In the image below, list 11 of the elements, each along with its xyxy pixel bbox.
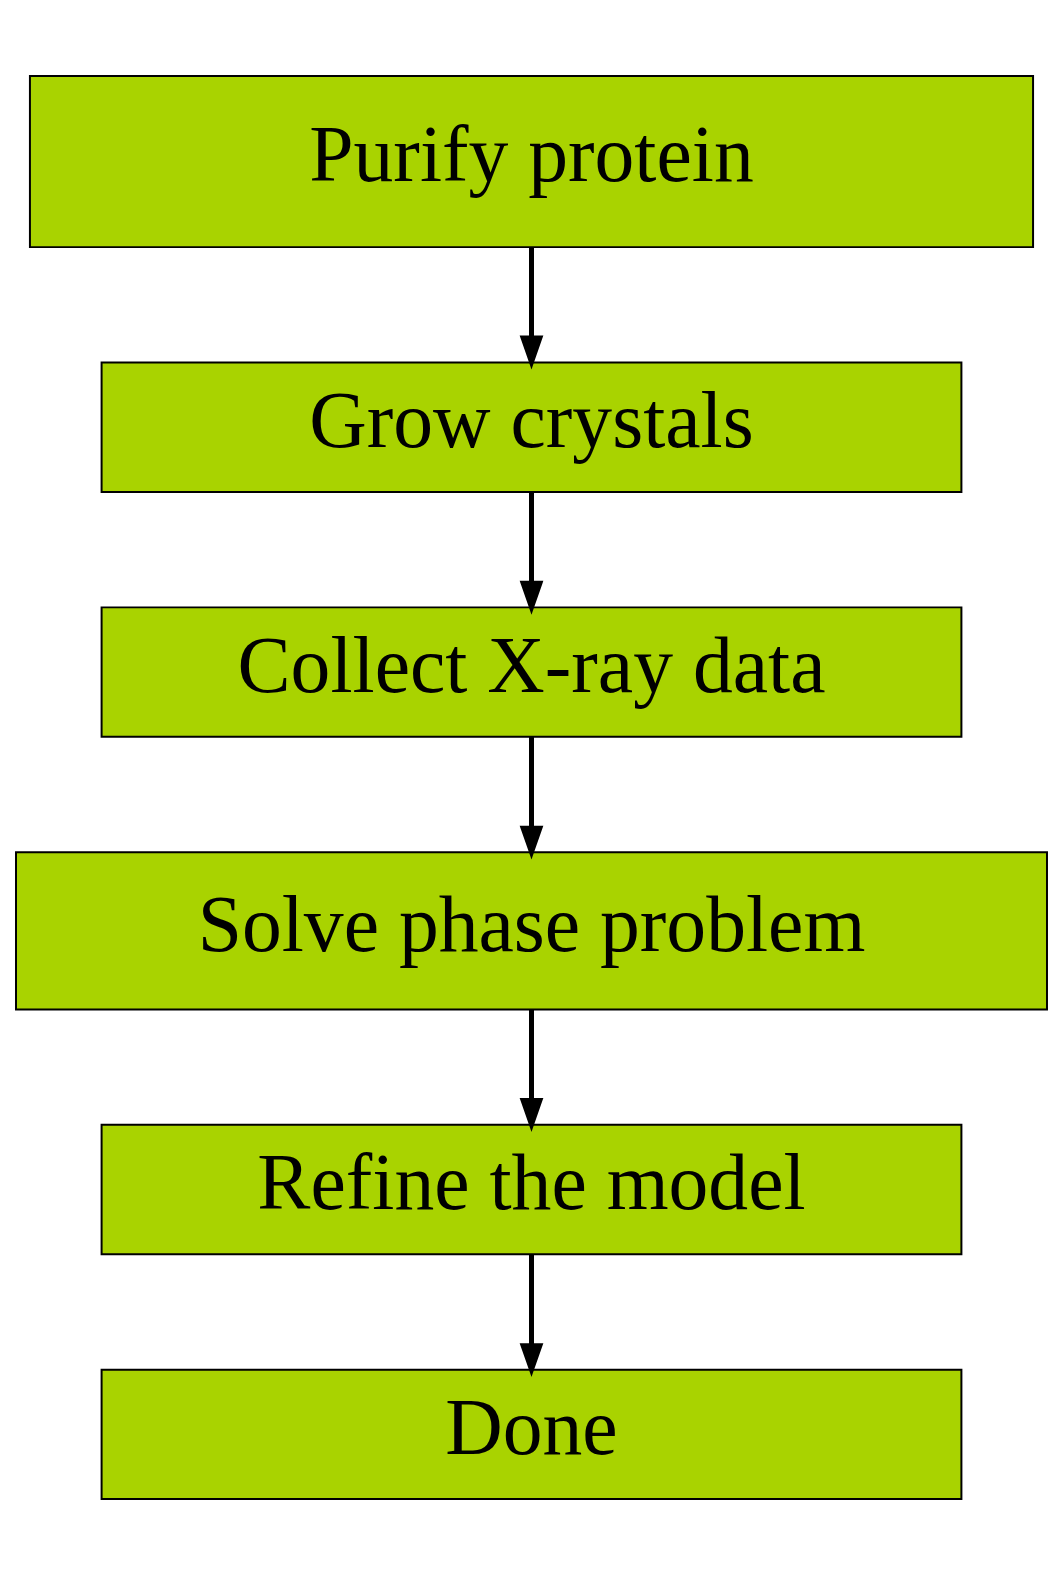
arrow (519, 1254, 544, 1378)
arrow (519, 492, 544, 615)
arrow (519, 1009, 544, 1132)
node-box: Grow crystals (100, 361, 963, 493)
node-box: Refine the model (100, 1123, 963, 1256)
node-box: Solve phase problem (15, 851, 1048, 1011)
node-box: Purify protein (28, 74, 1035, 249)
arrow (519, 247, 544, 370)
arrow (519, 737, 544, 860)
node-box: Collect X-ray data (100, 606, 963, 738)
node-box: Done (100, 1368, 963, 1501)
